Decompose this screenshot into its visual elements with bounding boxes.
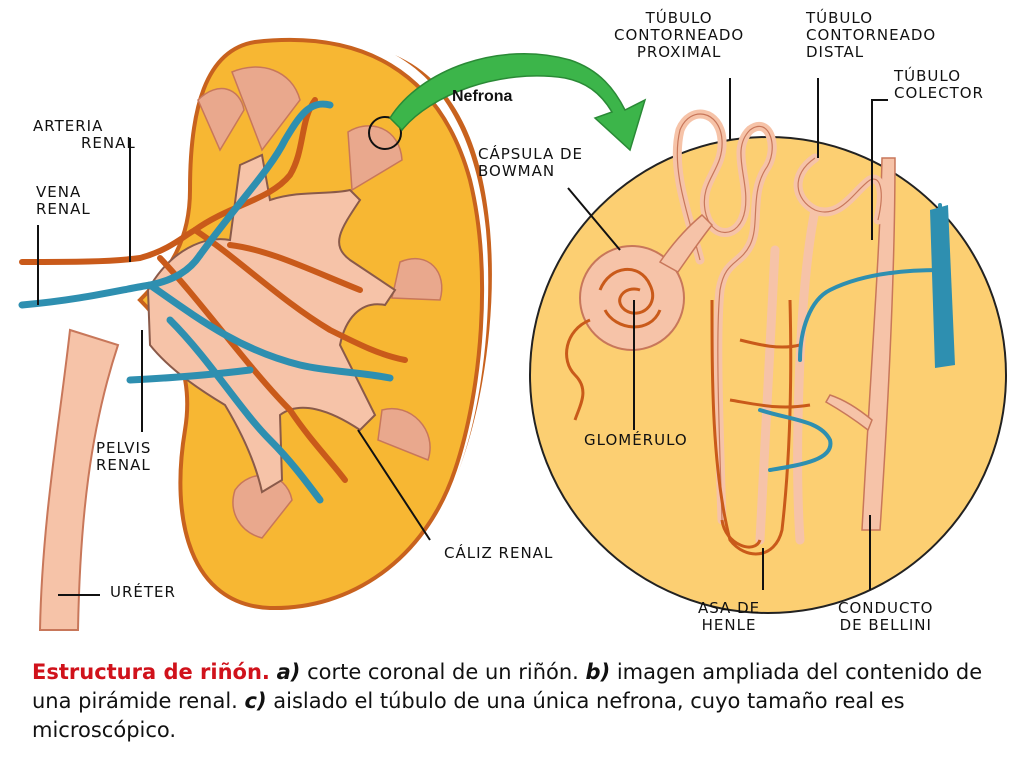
renal-pyramids [197,66,443,539]
label-vena-renal: VENA RENAL [36,184,91,218]
glomerulus [565,268,662,421]
label-line: DISTAL [806,43,865,61]
caption-marker-b: b) [585,660,611,684]
kidney-structure-diagram [18,37,1007,631]
label-line: RENAL [36,200,91,218]
leader-lines [37,78,888,596]
label-line: URÉTER [110,583,176,601]
caption-marker-a: a) [276,660,301,684]
renal-pelvis [146,153,397,494]
caption-title: Estructura de riñón. [32,660,270,684]
label-tubulo-colector: TÚBULO COLECTOR [894,68,984,102]
label-line: BOWMAN [478,162,556,180]
label-line: CÁPSULA DE [478,145,584,163]
caption-text-c: aislado el túbulo de una única nefrona, … [32,689,905,742]
label-tubulo-proximal: TÚBULO CONTORNEADO PROXIMAL [614,10,744,61]
renal-vein [18,100,394,504]
label-line: ASA DE [698,599,761,617]
loop-of-henle [710,299,811,556]
label-line: DE BELLINI [839,616,932,634]
vein-branch [930,205,955,368]
label-line: TÚBULO [894,67,962,85]
label-glomerulo: GLOMÉRULO [584,432,688,449]
caption-marker-c: c) [244,689,267,713]
label-ureter: URÉTER [110,584,176,601]
label-line: RENAL [81,134,136,152]
label-tubulo-distal: TÚBULO CONTORNEADO DISTAL [806,10,936,61]
zoom-arrow [389,52,647,152]
figure-caption: Estructura de riñón. a) corte coronal de… [32,658,992,745]
label-line: CONDUCTO [838,599,934,617]
caption-text-b: imagen ampliada del contenido de una pir… [32,660,983,713]
label-conducto-bellini: CONDUCTO DE BELLINI [838,600,933,634]
label-nefrona: Nefrona [452,88,513,105]
nephron-highlight-circle [368,116,402,150]
label-line: CONTORNEADO [614,26,745,44]
label-line: TÚBULO [806,9,874,27]
label-line: VENA [36,183,82,201]
label-line: TÚBULO [645,9,713,27]
label-line: PELVIS [96,439,152,457]
label-line: RENAL [96,456,151,474]
label-line: GLOMÉRULO [584,431,688,449]
label-line: ARTERIA [33,117,104,135]
label-pelvis-renal: PELVIS RENAL [96,440,151,474]
label-caliz-renal: CÁLIZ RENAL [444,545,553,562]
label-line: CONTORNEADO [806,26,937,44]
ureter [38,328,120,631]
label-line: COLECTOR [894,84,984,102]
label-line: PROXIMAL [636,43,722,61]
renal-artery [19,97,408,483]
label-line: CÁLIZ RENAL [444,544,554,562]
label-arteria-renal: ARTERIA RENAL [33,118,136,152]
bowman-capsule [579,213,714,351]
label-asa-henle: ASA DE HENLE [698,600,760,634]
label-line: HENLE [701,616,757,634]
label-capsula-bowman: CÁPSULA DE BOWMAN [478,146,583,180]
collecting-duct [824,157,896,531]
caption-text-a: corte coronal de un riñón. [300,660,586,684]
